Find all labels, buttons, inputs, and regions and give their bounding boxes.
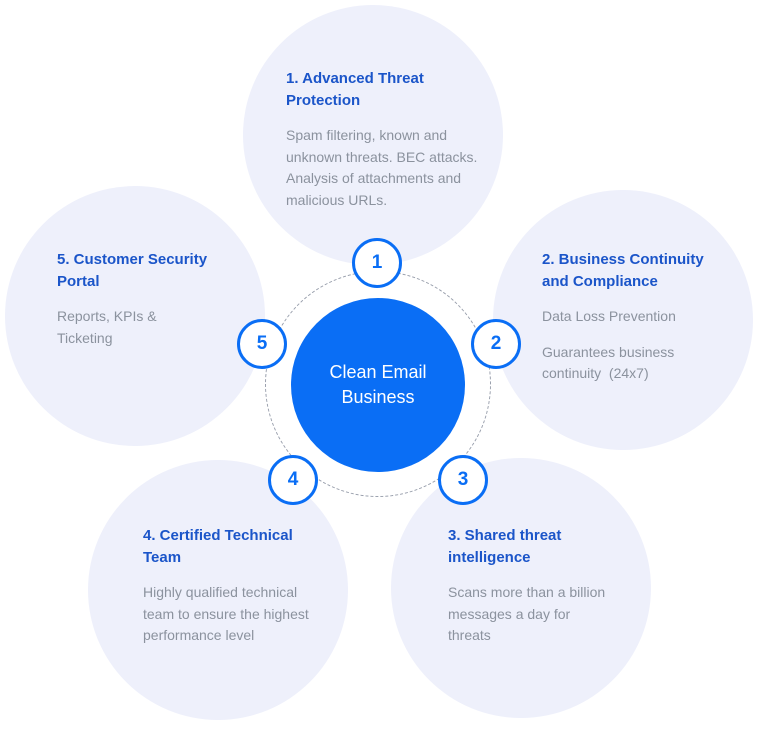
number-badge-3: 3 (438, 455, 488, 505)
item-advanced-threat-protection: 1. Advanced Threat Protection Spam filte… (286, 68, 501, 211)
item-title-line: 1. Advanced Threat (286, 70, 424, 87)
item-description-line: Data Loss Prevention (542, 308, 676, 324)
item-title: 2. Business Continuity and Compliance (542, 249, 747, 293)
item-customer-security-portal: 5. Customer Security Portal Reports, KPI… (57, 249, 257, 349)
item-description-line: Analysis of attachments and (286, 170, 462, 186)
center-hub: Clean Email Business (291, 298, 465, 472)
item-description: Data Loss Prevention (542, 306, 747, 328)
item-description: Reports, KPIs & Ticketing (57, 306, 257, 349)
item-description-line: performance level (143, 627, 255, 643)
item-title-line: 2. Business Continuity (542, 251, 704, 268)
item-description-line: Reports, KPIs & (57, 308, 157, 324)
number-badge-5: 5 (237, 319, 287, 369)
item-description-line: Ticketing (57, 329, 113, 346)
item-title: 3. Shared threat intelligence (448, 525, 638, 569)
item-title-line: 4. Certified Technical (143, 527, 293, 544)
item-description-line: unknown threats. BEC attacks. (286, 148, 478, 165)
petal-business-continuity (493, 190, 753, 450)
item-title: 5. Customer Security Portal (57, 249, 257, 293)
item-description-line: team to ensure the highest (143, 605, 309, 622)
item-title-line: Portal (57, 273, 100, 290)
center-label-line2: Business (341, 387, 415, 407)
item-description-line: threats (448, 627, 491, 643)
item-description-line: Spam filtering, known and (286, 127, 448, 143)
item-description: Scans more than a billion messages a day… (448, 582, 638, 647)
item-description-line: Guarantees business (542, 343, 675, 360)
item-title-line: 5. Customer Security (57, 251, 208, 268)
item-title-line: 3. Shared threat (448, 527, 562, 544)
petal-certified-technical-team (88, 460, 348, 720)
petal-customer-security-portal (5, 186, 265, 446)
center-label-line1: Clean Email (329, 362, 427, 382)
item-description: Spam filtering, known and unknown threat… (286, 125, 501, 211)
item-shared-threat-intelligence: 3. Shared threat intelligence Scans more… (448, 525, 638, 647)
item-title: 1. Advanced Threat Protection (286, 68, 501, 112)
petal-shared-threat-intelligence (391, 458, 651, 718)
item-description: Guarantees business continuity (24x7) (542, 342, 747, 385)
item-description-line: Highly qualified technical (143, 584, 298, 600)
item-description-line: Scans more than a billion (448, 584, 606, 600)
item-title-line: intelligence (448, 549, 531, 566)
number-badge-2: 2 (471, 319, 521, 369)
item-description-line: messages a day for (448, 605, 571, 622)
item-title-line: Team (143, 549, 182, 566)
item-title-line: and Compliance (542, 273, 658, 290)
item-business-continuity: 2. Business Continuity and Compliance Da… (542, 249, 747, 385)
item-title-line: Protection (286, 92, 361, 109)
item-title: 4. Certified Technical Team (143, 525, 338, 569)
item-description: Highly qualified technical team to ensur… (143, 582, 338, 647)
item-description-line: continuity (24x7) (542, 365, 649, 381)
petal-advanced-threat-protection (243, 5, 503, 265)
item-description-line: malicious URLs. (286, 191, 388, 208)
number-badge-4: 4 (268, 455, 318, 505)
item-certified-technical-team: 4. Certified Technical Team Highly quali… (143, 525, 338, 647)
number-badge-1: 1 (352, 238, 402, 288)
